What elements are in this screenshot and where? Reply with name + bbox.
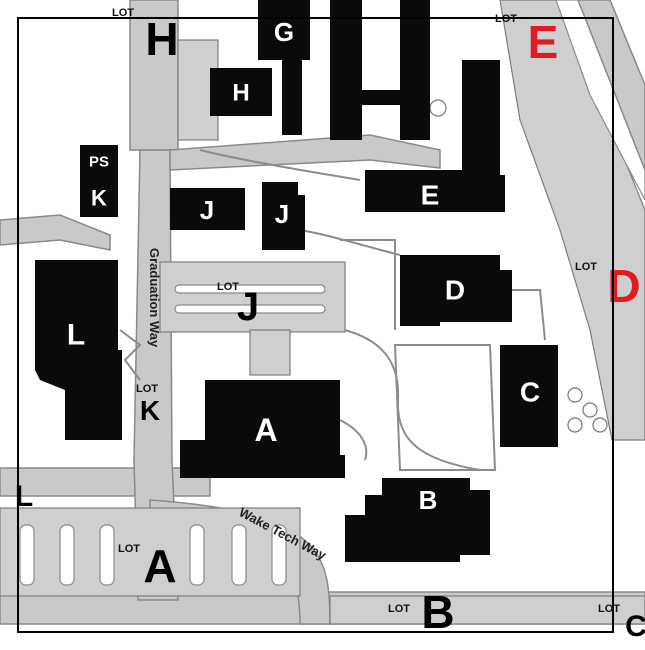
lot-h-word: LOT	[112, 7, 134, 19]
building-j-left[interactable]	[170, 188, 245, 230]
lot-j-island-1	[174, 284, 326, 294]
lot-b-surface	[329, 595, 645, 625]
building-b-label: B	[419, 485, 438, 515]
lot-h-letter: H	[145, 13, 178, 65]
walkway-4	[340, 239, 396, 330]
lot-j-word: LOT	[217, 281, 239, 293]
lot-a-parking	[0, 507, 301, 597]
walkways	[119, 149, 546, 471]
tree-icon	[567, 417, 583, 433]
walkway-5	[505, 289, 546, 341]
building-l-label: L	[67, 319, 85, 352]
building-g-label: G	[274, 17, 294, 47]
lot-a-island-1	[19, 524, 35, 586]
lot-c-letter: C	[625, 610, 645, 643]
building-c-label: C	[520, 377, 540, 408]
parkway-median	[555, 0, 645, 201]
left-top-road	[0, 214, 111, 251]
building-f[interactable]	[330, 0, 430, 140]
graduation-way-label: Graduation Way	[147, 248, 162, 348]
lot-j-parking	[159, 261, 346, 376]
lot-l-letter: L	[15, 480, 33, 513]
lot-b-letter: B	[421, 586, 454, 638]
buildings: A B C D E F G H J J L PS K	[35, 0, 558, 562]
lot-k-letter: K	[140, 395, 160, 426]
building-j-right[interactable]	[262, 182, 305, 250]
lot-j-island-2	[174, 304, 326, 314]
lot-a-word: LOT	[118, 543, 140, 555]
courtyard-outline	[393, 344, 497, 471]
lot-c-word: LOT	[598, 603, 620, 615]
building-f-label: F	[366, 63, 383, 94]
lot-a-island-2	[59, 524, 75, 586]
lot-a-surface	[0, 507, 301, 597]
building-c[interactable]	[500, 345, 558, 447]
building-g[interactable]	[258, 0, 310, 135]
walkway-7	[339, 419, 368, 461]
building-ps-k[interactable]	[80, 145, 118, 217]
building-d[interactable]	[400, 255, 512, 326]
walkway-6	[119, 329, 142, 381]
tree-icon	[592, 417, 608, 433]
lot-labels: LOT H LOT E LOT D LOT J LOT K L LOT A LO…	[15, 7, 645, 643]
walkway-3	[199, 149, 361, 181]
building-e[interactable]	[365, 60, 505, 212]
tree-icon	[429, 99, 447, 117]
trees	[429, 99, 608, 433]
building-h[interactable]	[210, 68, 272, 116]
lot-a-island-3	[99, 524, 115, 586]
building-a[interactable]	[180, 380, 345, 478]
building-h-label: H	[232, 80, 249, 107]
building-ps-label: PS	[89, 154, 109, 171]
building-l[interactable]	[35, 260, 122, 440]
walkway-2	[299, 229, 401, 256]
lot-d-word: LOT	[575, 261, 597, 273]
tree-icon	[582, 402, 598, 418]
building-j-right-label: J	[275, 199, 289, 229]
building-a-label: A	[254, 412, 277, 448]
lot-e-letter: E	[528, 16, 559, 68]
top-connector-road	[169, 134, 441, 171]
building-d-label: D	[445, 275, 465, 306]
lot-j-surface	[159, 261, 346, 333]
parkway-road-right	[577, 0, 645, 171]
map-frame	[17, 17, 614, 633]
lot-b-parking	[329, 595, 645, 625]
building-j-left-label: J	[200, 195, 214, 225]
lot-k-word: LOT	[136, 383, 158, 395]
lot-a-island-4	[189, 524, 205, 586]
building-b[interactable]	[345, 478, 490, 562]
lot-a-island-5	[231, 524, 247, 586]
building-k-label: K	[91, 186, 107, 211]
lot-j-spur	[249, 329, 291, 376]
lot-b-word: LOT	[388, 603, 410, 615]
tree-icon	[567, 387, 583, 403]
lot-j-letter: J	[237, 285, 259, 329]
building-e-label: E	[421, 180, 440, 211]
lot-h-road	[129, 0, 179, 151]
lot-a-island-6	[271, 524, 287, 586]
left-road	[0, 467, 211, 497]
road-network	[0, 0, 645, 625]
lot-a-letter: A	[143, 540, 176, 592]
